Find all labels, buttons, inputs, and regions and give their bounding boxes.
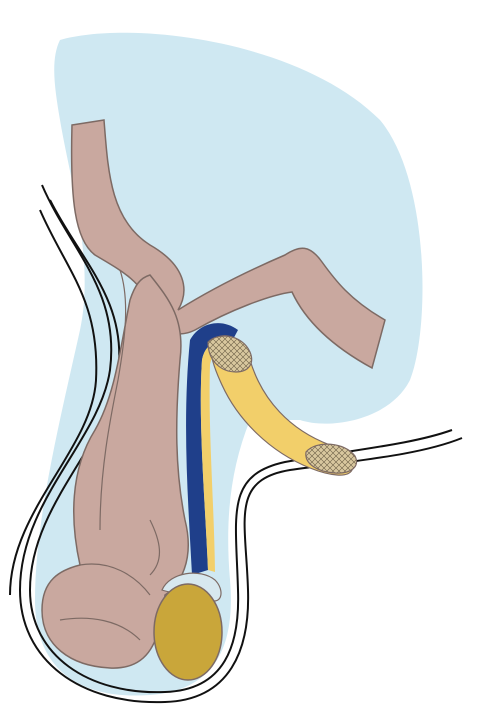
testis xyxy=(154,584,222,680)
